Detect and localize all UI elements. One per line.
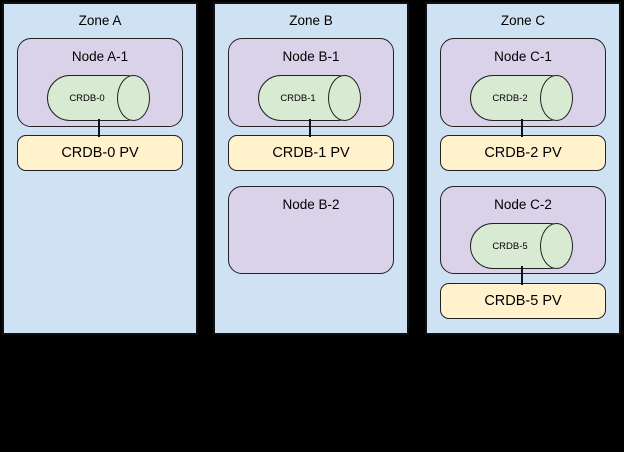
cylinder-end-cap — [539, 74, 573, 121]
node-c1-title: Node C-1 — [494, 49, 552, 64]
crdb-0-label: CRDB-0 — [69, 92, 105, 104]
crdb-1-pv-box: CRDB-1 PV — [228, 135, 394, 171]
zone-b-title: Zone B — [289, 13, 333, 28]
node-c2-title: Node C-2 — [494, 197, 552, 212]
zone-c: Zone C Node C-1 CRDB-2 CRDB-2 PV Node C-… — [425, 2, 621, 335]
node-c2: Node C-2 CRDB-5 — [440, 186, 606, 274]
node-b1: Node B-1 CRDB-1 — [228, 38, 394, 127]
connector-line — [309, 119, 311, 137]
crdb-1-pv-label: CRDB-1 PV — [272, 145, 350, 161]
crdb-5-database-cylinder-icon: CRDB-5 — [470, 222, 573, 269]
connector-line — [521, 119, 523, 137]
zone-a: Zone A Node A-1 CRDB-0 CRDB-0 PV — [2, 2, 198, 335]
cylinder-end-cap — [539, 222, 573, 269]
crdb-5-label: CRDB-5 — [492, 240, 528, 252]
zone-c-title: Zone C — [500, 13, 546, 28]
cylinder-end-cap — [116, 74, 150, 121]
crdb-2-database-cylinder-icon: CRDB-2 — [470, 74, 573, 121]
crdb-5-pv-label: CRDB-5 PV — [484, 293, 562, 309]
crdb-0-pv-label: CRDB-0 PV — [61, 145, 139, 161]
crdb-2-pv-box: CRDB-2 PV — [440, 135, 606, 171]
zone-b: Zone B Node B-1 CRDB-1 CRDB-1 PV Node B-… — [213, 2, 409, 335]
connector-line — [521, 266, 523, 285]
node-b1-title: Node B-1 — [282, 49, 340, 64]
crdb-0-database-cylinder-icon: CRDB-0 — [47, 74, 150, 121]
crdb-1-label: CRDB-1 — [280, 92, 316, 104]
cylinder-end-cap — [327, 74, 361, 121]
node-a1-title: Node A-1 — [71, 49, 129, 64]
zone-a-title: Zone A — [78, 13, 122, 28]
node-b2-title: Node B-2 — [282, 197, 340, 212]
crdb-0-pv-box: CRDB-0 PV — [17, 135, 183, 171]
crdb-2-label: CRDB-2 — [492, 92, 528, 104]
node-b2: Node B-2 — [228, 186, 394, 274]
node-a1: Node A-1 CRDB-0 — [17, 38, 183, 127]
node-c1: Node C-1 CRDB-2 — [440, 38, 606, 127]
crdb-5-pv-box: CRDB-5 PV — [440, 283, 606, 319]
connector-line — [98, 119, 100, 137]
crdb-2-pv-label: CRDB-2 PV — [484, 145, 562, 161]
crdb-1-database-cylinder-icon: CRDB-1 — [258, 74, 361, 121]
